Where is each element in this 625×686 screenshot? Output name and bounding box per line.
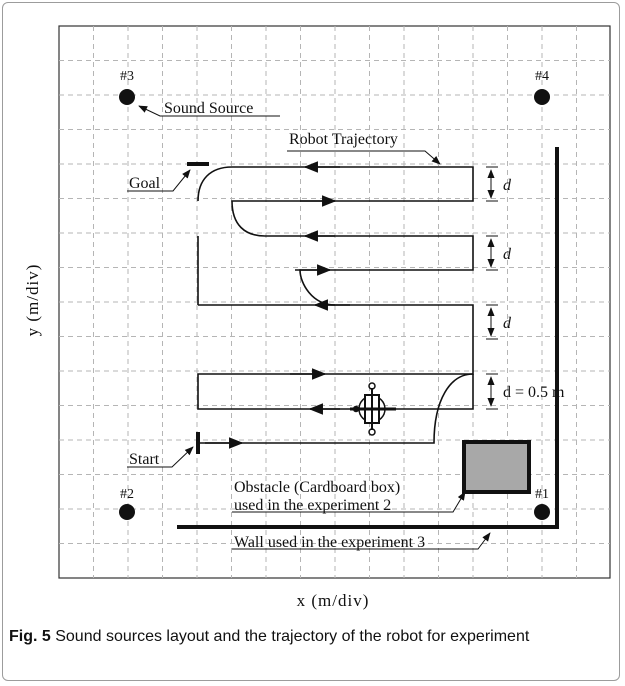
robot-icon bbox=[350, 382, 396, 436]
layout-diagram: #3 #4 #2 #1 bbox=[23, 25, 611, 610]
wall bbox=[177, 147, 559, 529]
obstacle-label-line1: Obstacle (Cardboard box) bbox=[234, 479, 400, 496]
figure-frame bbox=[2, 2, 620, 681]
robot-trajectory bbox=[197, 166, 474, 444]
direction-arrows bbox=[205, 161, 350, 449]
annotation-leaders bbox=[127, 105, 491, 550]
obstacle-box bbox=[462, 440, 531, 494]
sound-source-label: Sound Source bbox=[164, 100, 253, 117]
sound-source-4 bbox=[534, 89, 550, 105]
spacing-label-4: d = 0.5 m bbox=[503, 384, 565, 401]
robot-trajectory-label: Robot Trajectory bbox=[289, 131, 398, 148]
spacing-markers bbox=[486, 166, 498, 410]
source-label-2: #2 bbox=[120, 487, 134, 502]
y-axis-label: y (m/div) bbox=[23, 264, 42, 337]
wall-label: Wall used in the experiment 3 bbox=[234, 534, 425, 551]
source-label-4: #4 bbox=[535, 69, 549, 84]
source-label-1: #1 bbox=[535, 487, 549, 502]
spacing-label-3: d bbox=[503, 315, 512, 332]
figure-caption: Fig. 5 Sound sources layout and the traj… bbox=[9, 626, 609, 648]
start-label: Start bbox=[129, 451, 160, 468]
goal-label: Goal bbox=[129, 175, 161, 192]
spacing-label-2: d bbox=[503, 246, 512, 263]
source-label-3: #3 bbox=[120, 69, 134, 84]
sound-source-1 bbox=[534, 504, 550, 520]
spacing-label-1: d bbox=[503, 177, 512, 194]
x-axis-label: x (m/div) bbox=[297, 591, 370, 610]
caption-text: Sound sources layout and the trajectory … bbox=[55, 628, 530, 645]
sound-source-2 bbox=[119, 504, 135, 520]
figure-number: Fig. 5 bbox=[9, 628, 51, 645]
obstacle-label-line2: used in the experiment 2 bbox=[234, 497, 391, 514]
sound-source-3 bbox=[119, 89, 135, 105]
sound-sources: #3 #4 #2 #1 bbox=[119, 69, 550, 520]
